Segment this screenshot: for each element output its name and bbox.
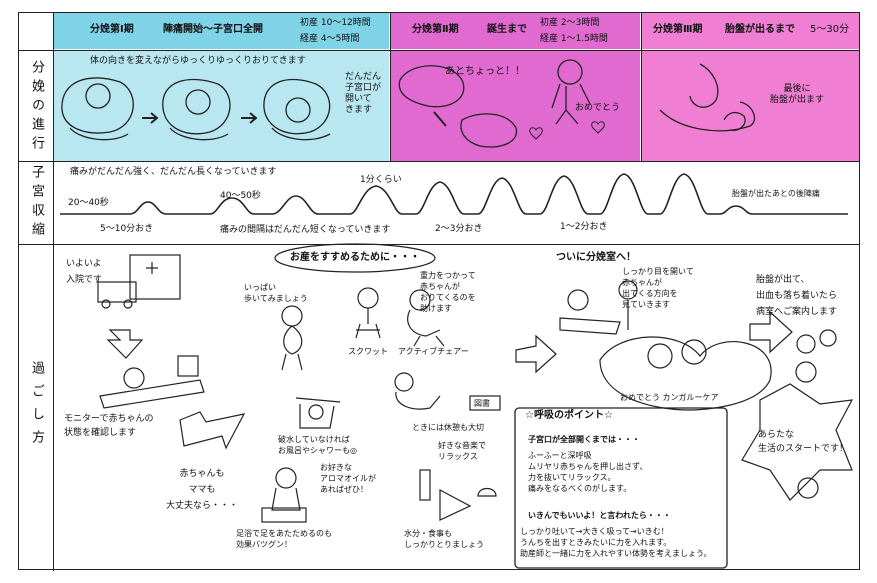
divider-progress: [19, 161, 859, 162]
newborn-sketch: [551, 59, 591, 125]
flow-arrow-icon: [179, 411, 246, 450]
contraction-wave: [60, 173, 848, 215]
table-frame: 分娩の進行 子宮収縮 過ごし方: [18, 12, 860, 571]
footbath-sketch: [261, 467, 307, 523]
congrats-text: おめでとう: [575, 103, 621, 113]
music-text: 好きな音楽で リラックス: [438, 441, 486, 461]
fetus-sketch-3: [263, 78, 331, 141]
footbath-text: 足浴で足をあたためるのも 効果バツグン！: [236, 529, 332, 549]
breath-box: [514, 407, 728, 569]
stage3-header-bg: [641, 13, 859, 49]
divider-contraction: [19, 244, 859, 245]
contraction-label-4: 1分くらい: [360, 175, 402, 185]
placenta-sketch: [659, 63, 756, 132]
contraction-shorter: 痛みの間隔はだんだん短くなっていきます: [220, 225, 391, 235]
aroma-text: お好きな アロマオイルが あればぜひ！: [320, 463, 376, 494]
delivery-room-sketch: [559, 280, 638, 335]
breath-title: ☆呼吸のポイント☆: [525, 410, 613, 421]
flow-arrow-icon: [515, 334, 557, 374]
walking-woman-sketch: [281, 305, 303, 371]
breath-heading-1: 子宮口が全部開くまでは・・・: [528, 435, 640, 444]
contraction-label-2: 5〜10分おき: [100, 224, 154, 234]
stage3-desc: 胎盤が出るまで: [725, 24, 795, 35]
flow-arrow-icon: [749, 310, 793, 354]
divider-side: [53, 13, 54, 571]
row-label-progress-text: 分娩の進行: [29, 59, 44, 155]
promote-title-bubble: [274, 243, 436, 273]
rest-text: ときには休憩も大切: [412, 423, 484, 432]
fetus-sketch-4: [398, 65, 518, 148]
breath-heading-2: いきんでもいいよ！と言われたら・・・: [528, 511, 671, 520]
divider-stage12: [390, 13, 391, 161]
hospital-text: いよいよ 入院です: [66, 259, 103, 285]
shower-sketch: [295, 397, 341, 429]
squat-label: スクワット: [348, 347, 388, 356]
stage2-desc: 誕生まで: [487, 24, 527, 35]
stage1-progress-bg: [53, 51, 389, 161]
breath-body-2: しっかり吐いて→大きく吸って→いきむ！ うんちを出すときみたいに力を入れます。 …: [520, 527, 712, 558]
stage3-progress-bg: [641, 51, 859, 161]
fetus-sketch-2: [162, 78, 231, 141]
rest-sketch: [394, 372, 501, 411]
arrow-icon: [142, 112, 159, 124]
row-label-contraction-text: 子宮収縮: [29, 165, 44, 241]
gravity-text: 重力をつかって 赤ちゃんが おりてくるのを 助けます: [420, 271, 476, 313]
after-placenta-text: 胎盤が出て、 出血も落ち着いたら 病室へご案内します: [756, 275, 838, 317]
kangaroo-care-sketch: [599, 336, 772, 411]
stage1-time-primi: 初産 10〜12時間: [300, 18, 371, 28]
placenta-note: 最後に 胎盤が出ます: [770, 84, 825, 105]
squat-sketch: [355, 287, 381, 339]
divider-header: [19, 50, 859, 51]
fetus-sketch-1: [61, 77, 134, 141]
row-label-progress: 分娩の進行: [19, 53, 53, 161]
stage2-header-bg: [390, 13, 640, 49]
reassure-text: 赤ちゃんも ママも 大丈夫なら・・・: [166, 469, 239, 511]
contraction-label-6: 1〜2分おき: [560, 222, 608, 232]
row-label-howto-text: 過ごし方: [29, 361, 44, 453]
stage3-time: 5〜30分: [810, 24, 850, 35]
eyes-open-text: しっかり目を開いて 赤ちゃんが 出てくる方向を 見ていきます: [622, 267, 694, 309]
contraction-stronger: 痛みがだんだん強く、だんだん長くなっていきます: [70, 167, 277, 177]
contraction-label-5: 2〜3分おき: [435, 224, 483, 234]
new-life-sketch: [741, 383, 854, 501]
delivery-room-title: ついに分娩室へ！: [556, 252, 636, 263]
stage2-label: 分娩第Ⅱ期: [412, 24, 459, 35]
stage1-desc: 陣痛開始〜子宮口全開: [163, 24, 263, 35]
row-label-howto: 過ごし方: [19, 247, 53, 567]
stage1-header-bg: [53, 13, 389, 49]
food-sketch: [419, 469, 497, 521]
monitor-text: モニターで赤ちゃんの 状態を確認します: [64, 414, 154, 438]
stage3-label: 分娩第Ⅲ期: [653, 24, 703, 35]
food-text: 水分・食事も しっかりとりましょう: [404, 529, 484, 549]
contraction-label-1: 20〜40秒: [68, 198, 109, 208]
heart-icon: [529, 121, 605, 140]
contraction-label-3: 40〜50秒: [220, 191, 261, 201]
promote-title: お産をすすめるために・・・: [290, 252, 420, 263]
breath-body-1: ふーふーと深呼吸 ムリヤリ赤ちゃんを押し出さず、 力を抜いてリラックス。 痛みを…: [528, 451, 648, 493]
row-label-contraction: 子宮収縮: [19, 163, 53, 243]
new-life-text: あらたな 生活のスタートです！: [758, 430, 849, 454]
stage1-label: 分娩第Ⅰ期: [90, 24, 134, 35]
baby-voice: あとちょっと！！: [445, 66, 525, 77]
dilation-note: だんだん 子宮口が 開いて きます: [345, 72, 382, 115]
active-chair-sketch: [407, 289, 445, 347]
arrow-icon: [241, 112, 258, 124]
stage2-time-multi: 経産 1〜1.5時間: [540, 34, 608, 44]
kangaroo-text: おめでとう カンガルーケア: [620, 393, 719, 402]
shower-text: 破水していなければ お風呂やシャワーも◎: [278, 435, 357, 455]
rest-sign: 図書: [474, 399, 490, 408]
flow-arrow-icon: [106, 329, 144, 359]
monitor-mother-sketch: [99, 355, 205, 409]
hospital-icon: [97, 254, 181, 309]
divider-stage23: [641, 13, 642, 161]
progress-caption: 体の向きを変えながらゆっくりゆっくりおりてきます: [90, 56, 306, 66]
afterpain-label: 胎盤が出たあとの後陣痛: [732, 189, 820, 198]
wheelchair-sketch: [795, 329, 837, 383]
stage2-time-primi: 初産 2〜3時間: [540, 18, 600, 28]
stage1-time-multi: 経産 4〜5時間: [300, 34, 360, 44]
walk-text: いっぱい 歩いてみましょう: [244, 283, 308, 303]
active-chair-label: アクティブチェアー: [398, 347, 469, 356]
